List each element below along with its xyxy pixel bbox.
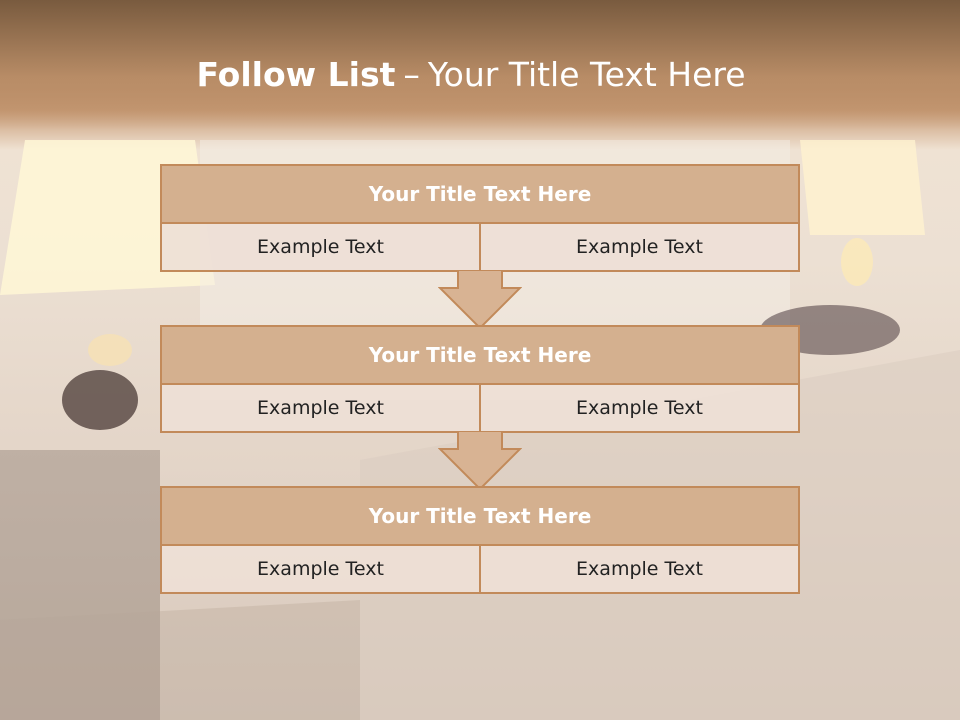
down-arrow-icon (438, 270, 522, 330)
block-cell-right: Example Text (479, 385, 798, 431)
block-title: Your Title Text Here (162, 488, 798, 546)
list-block-2: Your Title Text Here Example Text Exampl… (160, 325, 800, 433)
title-separator: – (403, 55, 420, 94)
block-cell-left: Example Text (162, 385, 479, 431)
block-cell-right: Example Text (479, 546, 798, 592)
block-cell-left: Example Text (162, 546, 479, 592)
block-cell-right: Example Text (479, 224, 798, 270)
block-title: Your Title Text Here (162, 166, 798, 224)
block-cell-left: Example Text (162, 224, 479, 270)
block-row: Example Text Example Text (162, 385, 798, 431)
title-rest: Your Title Text Here (427, 55, 746, 94)
block-row: Example Text Example Text (162, 546, 798, 592)
list-block-1: Your Title Text Here Example Text Exampl… (160, 164, 800, 272)
header-band (0, 0, 960, 130)
down-arrow-icon (438, 431, 522, 491)
slide-title: Follow List–Your Title Text Here (0, 55, 942, 94)
title-bold: Follow List (196, 55, 396, 94)
list-block-3: Your Title Text Here Example Text Exampl… (160, 486, 800, 594)
block-title: Your Title Text Here (162, 327, 798, 385)
block-row: Example Text Example Text (162, 224, 798, 270)
